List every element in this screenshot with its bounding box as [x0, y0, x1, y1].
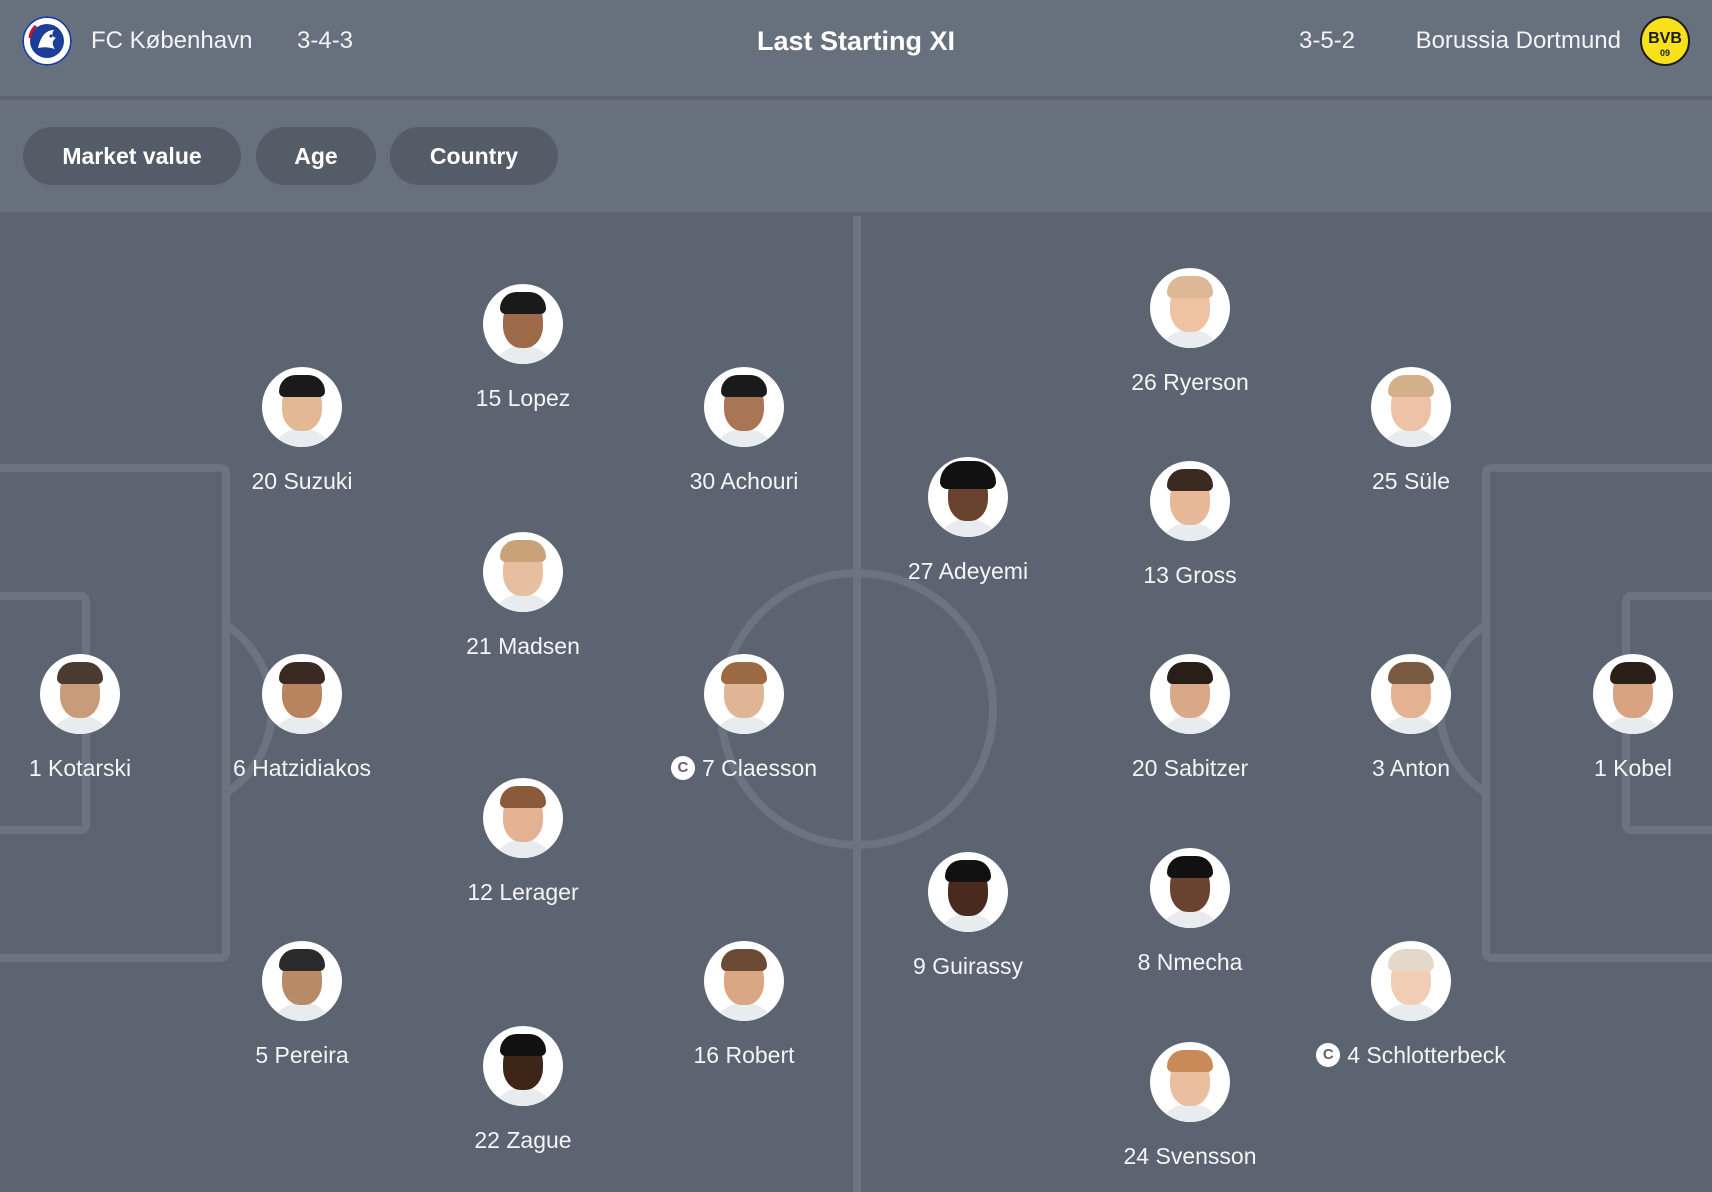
player-photo — [1150, 654, 1230, 734]
player-photo — [262, 367, 342, 447]
player-name: 16 Robert — [693, 1042, 795, 1068]
home-formation: 3-4-3 — [297, 27, 354, 54]
player-zague[interactable]: 22 Zague — [413, 1026, 633, 1153]
player-photo — [1150, 848, 1230, 928]
player-pereira[interactable]: 5 Pereira — [192, 941, 412, 1068]
player-name: 13 Gross — [1143, 562, 1237, 588]
player-name: 15 Lopez — [475, 385, 571, 411]
player-guirassy[interactable]: 9 Guirassy — [858, 852, 1078, 979]
player-sabitzer[interactable]: 20 Sabitzer — [1080, 654, 1300, 781]
player-photo — [1371, 941, 1451, 1021]
player-suzuki[interactable]: 20 Suzuki — [192, 367, 412, 494]
player-photo — [262, 654, 342, 734]
svg-text:09: 09 — [1660, 48, 1670, 58]
filter-country-button[interactable]: Country — [390, 127, 558, 185]
player-robert[interactable]: 16 Robert — [634, 941, 854, 1068]
player-photo — [928, 457, 1008, 537]
player-ryerson[interactable]: 26 Ryerson — [1080, 268, 1300, 395]
player-name: 25 Süle — [1371, 468, 1450, 494]
player-photo — [483, 284, 563, 364]
player-name: 5 Pereira — [255, 1042, 349, 1068]
filter-bar: Market value Age Country — [0, 100, 1712, 212]
captain-badge-icon: C — [670, 756, 695, 780]
player-photo — [262, 941, 342, 1021]
filter-age-button[interactable]: Age — [256, 127, 376, 185]
page-title: Last Starting XI — [756, 26, 956, 56]
player-sule[interactable]: 25 Süle — [1301, 367, 1521, 494]
away-formation: 3-5-2 — [1299, 27, 1356, 54]
player-photo — [1593, 654, 1673, 734]
player-photo — [40, 654, 120, 734]
player-name: 22 Zague — [474, 1127, 572, 1153]
player-name: 24 Svensson — [1123, 1143, 1257, 1169]
player-kotarski[interactable]: 1 Kotarski — [0, 654, 190, 781]
player-name: 20 Suzuki — [251, 468, 353, 494]
player-lerager[interactable]: 12 Lerager — [413, 778, 633, 905]
player-name: 3 Anton — [1371, 755, 1451, 781]
player-nmecha[interactable]: 8 Nmecha — [1080, 848, 1300, 975]
player-photo — [1371, 654, 1451, 734]
player-name: 6 Hatzidiakos — [232, 755, 372, 781]
player-photo — [928, 852, 1008, 932]
player-achouri[interactable]: 30 Achouri — [634, 367, 854, 494]
player-name: 1 Kobel — [1593, 755, 1672, 781]
player-anton[interactable]: 3 Anton — [1301, 654, 1521, 781]
captain-badge-icon: C — [1316, 1043, 1341, 1067]
player-photo — [1371, 367, 1451, 447]
player-name: 20 Sabitzer — [1131, 755, 1249, 781]
fc-kobenhavn-crest-icon[interactable] — [22, 16, 72, 66]
home-team-name[interactable]: FC København — [91, 27, 253, 54]
player-photo — [483, 1026, 563, 1106]
player-photo — [1150, 268, 1230, 348]
player-name: 27 Adeyemi — [907, 558, 1029, 584]
player-madsen[interactable]: 21 Madsen — [413, 532, 633, 659]
player-svensson[interactable]: 24 Svensson — [1080, 1042, 1300, 1169]
player-photo — [704, 654, 784, 734]
player-kobel[interactable]: 1 Kobel — [1523, 654, 1712, 781]
lineup-header: FC København 3-4-3 Last Starting XI 3-5-… — [0, 0, 1712, 98]
player-hatzidiakos[interactable]: 6 Hatzidiakos — [192, 654, 412, 781]
pitch: 1 Kotarski 6 Hatzidiakos 20 Suzuki 5 Per… — [0, 212, 1712, 1192]
player-name: 30 Achouri — [689, 468, 799, 494]
bvb-crest-icon[interactable]: BVB 09 — [1640, 16, 1690, 66]
player-photo — [704, 367, 784, 447]
player-name: 26 Ryerson — [1131, 369, 1249, 395]
player-lopez[interactable]: 15 Lopez — [413, 284, 633, 411]
player-photo — [1150, 461, 1230, 541]
player-name: 12 Lerager — [467, 879, 579, 905]
player-photo — [1150, 1042, 1230, 1122]
player-photo — [483, 532, 563, 612]
player-name: 21 Madsen — [466, 633, 580, 659]
player-name: 1 Kotarski — [28, 755, 132, 781]
player-gross[interactable]: 13 Gross — [1080, 461, 1300, 588]
player-photo — [704, 941, 784, 1021]
player-name: 9 Guirassy — [913, 953, 1023, 979]
player-photo — [483, 778, 563, 858]
away-team-name[interactable]: Borussia Dortmund — [1415, 27, 1621, 54]
filter-market-value-button[interactable]: Market value — [23, 127, 241, 185]
player-adeyemi[interactable]: 27 Adeyemi — [858, 457, 1078, 584]
svg-text:BVB: BVB — [1648, 30, 1682, 47]
player-name: 8 Nmecha — [1137, 949, 1243, 975]
